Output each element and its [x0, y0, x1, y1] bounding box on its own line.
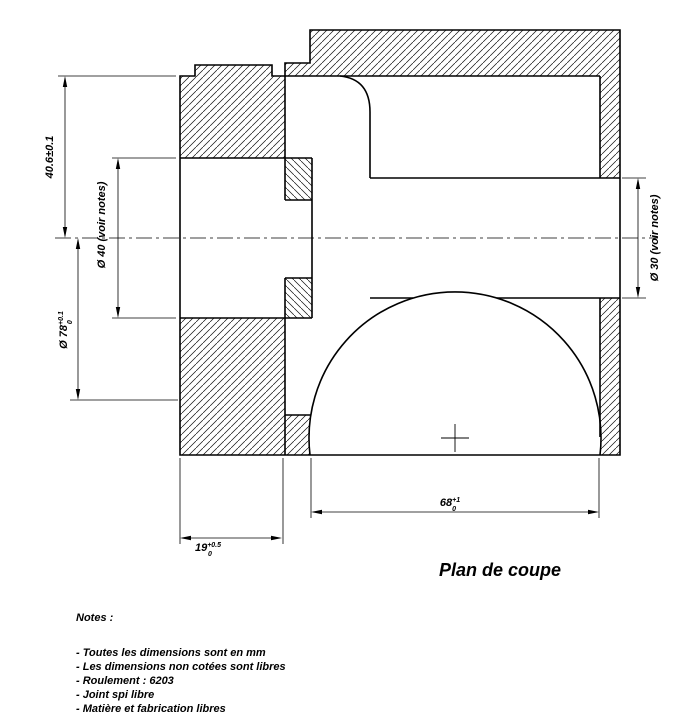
note-line: - Joint spi libre	[76, 689, 155, 701]
cavity-arc	[308, 291, 602, 456]
notes-heading: Notes :	[76, 612, 114, 624]
dimension-dia-40: Ø 40 (voir notes)	[96, 158, 121, 318]
note-line: - Les dimensions non cotées sont libres	[76, 661, 286, 673]
part-outline	[179, 29, 621, 456]
extension-lines	[58, 75, 646, 544]
dimension-40-6: 40.6±0.1	[44, 76, 68, 238]
dimension-dia-30: Ø 30 (voir notes)	[635, 178, 661, 298]
dimension-40-6-label: 40.6±0.1	[44, 136, 56, 180]
note-line: - Matière et fabrication libres	[76, 703, 226, 715]
notes-block: Notes : - Toutes les dimensions sont en …	[76, 612, 286, 716]
note-line: - Roulement : 6203	[76, 675, 174, 687]
note-line: - Toutes les dimensions sont en mm	[76, 647, 266, 659]
center-mark-icon	[441, 424, 469, 452]
cross-section-drawing: 40.6±0.1 Ø 40 (voir notes) Ø 78+0.10 Ø 3…	[44, 29, 661, 558]
dimension-dia-30-label: Ø 30 (voir notes)	[649, 194, 661, 281]
drawing-title: Plan de coupe	[438, 560, 562, 580]
dimension-dia-40-label: Ø 40 (voir notes)	[96, 181, 108, 268]
